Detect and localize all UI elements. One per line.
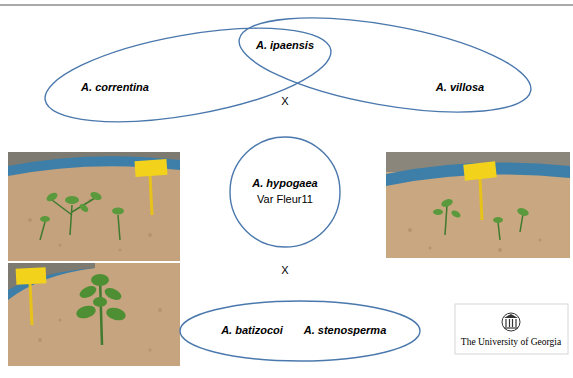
species-label: A. ipaensis [256,39,314,52]
outline [232,0,537,130]
plant-photo [386,152,570,258]
outline [38,10,337,139]
top-rule [0,5,573,6]
genome-ellipse: A. batizocoi A. stenosperma [180,300,420,362]
outline [180,301,420,361]
university-logo [455,304,568,354]
plant-photo [8,152,180,261]
cross-symbol: X [281,264,288,277]
species-name: A. correntina [81,81,149,94]
species-name: A. villosa [436,81,484,94]
plant-photo [8,263,180,366]
species-name: A. hypogaea [252,177,317,190]
university-name: The University of Georgia [461,337,561,348]
cross-symbol: X [281,95,288,108]
variety-name: Var Fleur11 [257,193,313,206]
cultivar-circle: A. hypogaeaVar Fleur11 [230,137,340,247]
outline [230,137,340,247]
species-name: A. stenosperma [304,324,387,337]
species-name: A. batizocoi [221,324,283,337]
outline-svg [230,137,340,247]
